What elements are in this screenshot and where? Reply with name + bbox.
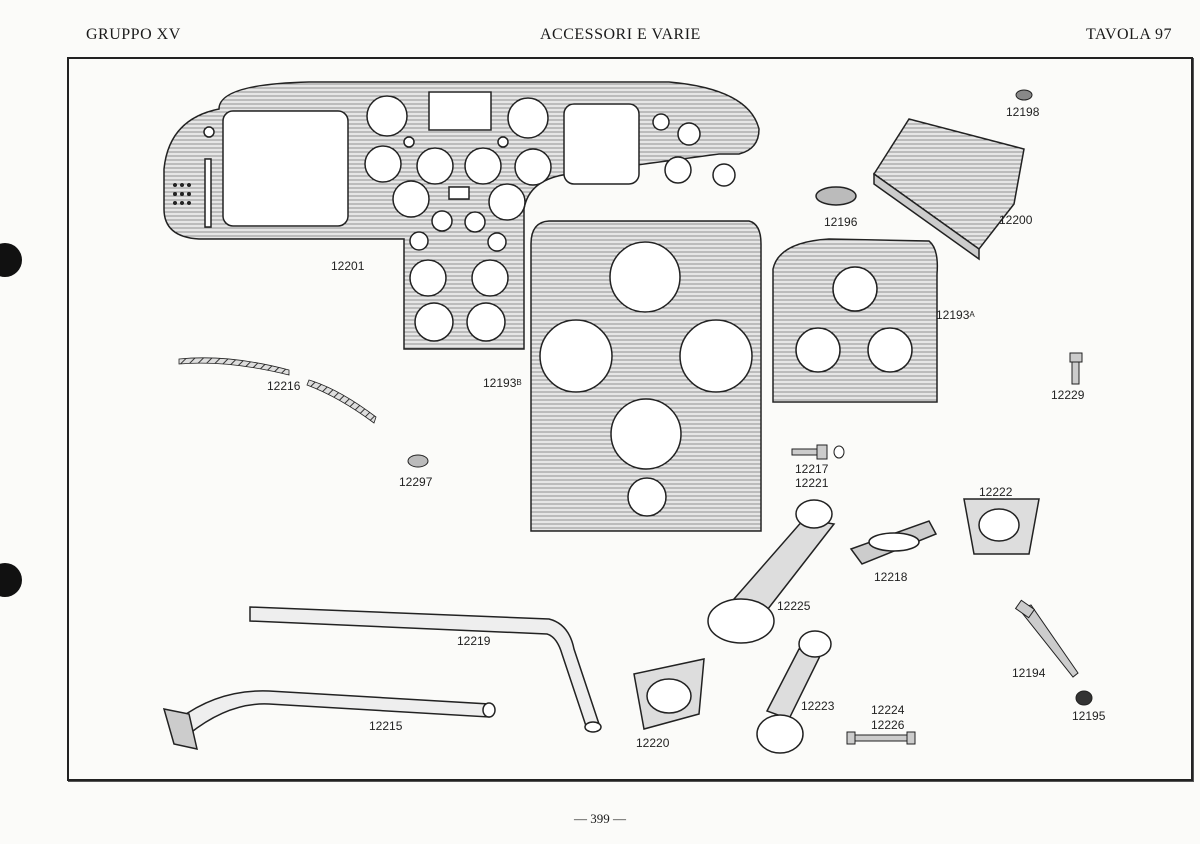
part-label-12218: 12218 <box>874 570 908 584</box>
part-label-12201: 12201 <box>331 259 365 273</box>
part-label-12217: 12217 <box>795 462 829 476</box>
rope-12216 <box>178 357 377 424</box>
clamp-12223 <box>756 630 832 754</box>
part-label-12193a: 12193A <box>936 309 975 321</box>
part-label-12193a-number: 12193 <box>936 308 970 322</box>
nut-12198 <box>1015 89 1033 101</box>
panel-12193b <box>530 220 762 532</box>
parts-illustration <box>162 81 1093 754</box>
part-label-12198: 12198 <box>1006 105 1040 119</box>
group-heading: GRUPPO XV <box>86 26 181 43</box>
panel-12193a <box>772 238 939 403</box>
illustration-frame: 12201 12193B 12193A 12196 12198 12200 12… <box>67 57 1193 781</box>
tube-12215 <box>162 690 496 750</box>
flange-12222 <box>963 498 1040 555</box>
part-label-12200: 12200 <box>999 213 1033 227</box>
box-12200 <box>872 118 1025 261</box>
nut-12195 <box>1075 690 1093 706</box>
part-label-12219: 12219 <box>457 634 491 648</box>
bolt-12217 <box>791 444 845 460</box>
part-label-12193b-number: 12193 <box>483 376 517 390</box>
part-label-12195: 12195 <box>1072 709 1106 723</box>
part-label-12193a-suffix: A <box>969 310 975 319</box>
part-label-12220: 12220 <box>636 736 670 750</box>
part-label-12223: 12223 <box>801 699 835 713</box>
part-label-12221: 12221 <box>795 476 829 490</box>
clamp-12225 <box>707 499 836 644</box>
part-label-12194: 12194 <box>1012 666 1046 680</box>
punch-hole-bottom <box>0 563 22 597</box>
plate-number: TAVOLA 97 <box>1085 26 1172 43</box>
bolt-12194 <box>1014 599 1079 678</box>
part-label-12222: 12222 <box>979 485 1013 499</box>
bolt-12229 <box>1069 352 1083 385</box>
tube-12219 <box>249 606 602 733</box>
part-label-12297: 12297 <box>399 475 433 489</box>
gasket-12218 <box>849 520 938 565</box>
section-title: ACCESSORI E VARIE <box>540 26 701 43</box>
instrument-panel-12201 <box>163 81 760 350</box>
flange-12220 <box>633 658 705 730</box>
page-number: — 399 — <box>574 811 626 826</box>
part-label-12229: 12229 <box>1051 388 1085 402</box>
part-label-12225: 12225 <box>777 599 811 613</box>
part-label-12224: 12224 <box>871 703 905 717</box>
punch-hole-top <box>0 243 22 277</box>
part-label-12216: 12216 <box>267 379 301 393</box>
part-label-12226: 12226 <box>871 718 905 732</box>
part-label-12193b: 12193B <box>483 377 522 389</box>
part-label-12196: 12196 <box>824 215 858 229</box>
part-label-12193b-suffix: B <box>516 378 522 387</box>
grommet-12297 <box>407 454 429 468</box>
stud-12224 <box>846 731 916 745</box>
disk-12196 <box>815 186 857 206</box>
part-label-12215: 12215 <box>369 719 403 733</box>
